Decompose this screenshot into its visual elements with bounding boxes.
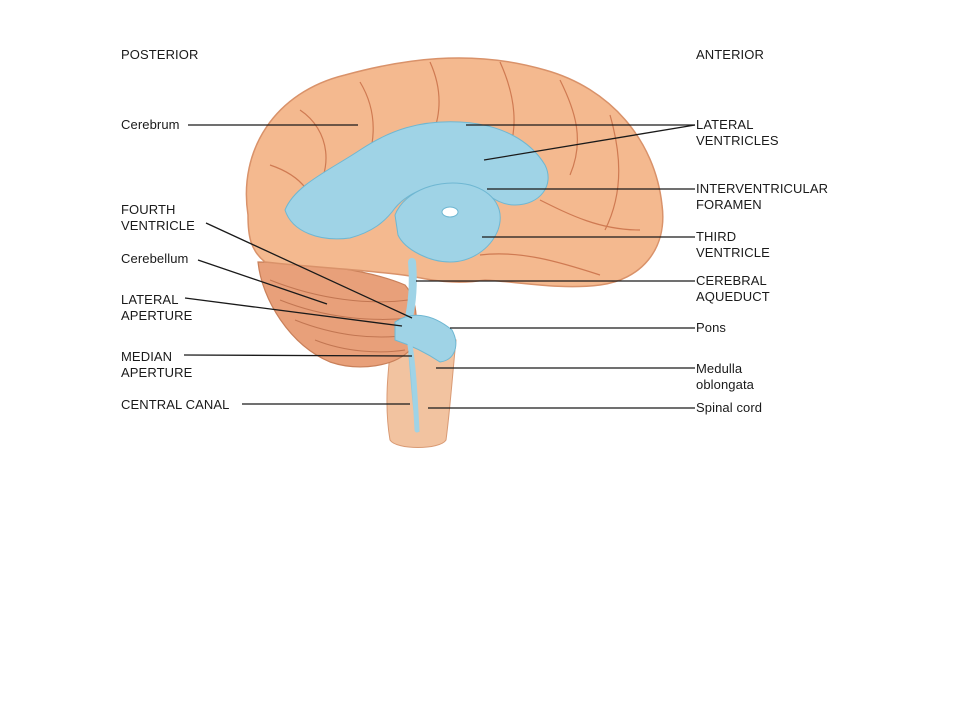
label-lateral-ventricles-line1: LATERAL bbox=[696, 117, 754, 132]
label-lateral-aperture-line1: LATERAL bbox=[121, 292, 179, 307]
label-cerebral-aqueduct-line2: AQUEDUCT bbox=[696, 289, 770, 304]
label-pons: Pons bbox=[696, 320, 726, 336]
leader-lines-left bbox=[183, 124, 413, 405]
label-cerebral-aqueduct: CEREBRAL AQUEDUCT bbox=[696, 273, 770, 305]
label-median-aperture: MEDIAN APERTURE bbox=[121, 349, 192, 381]
label-cerebellum: Cerebellum bbox=[121, 251, 188, 267]
label-third-ventricle: THIRD VENTRICLE bbox=[696, 229, 770, 261]
label-third-ventricle-line1: THIRD bbox=[696, 229, 737, 244]
label-lateral-ventricles-line2: VENTRICLES bbox=[696, 133, 779, 148]
label-cerebrum-line1: Cerebrum bbox=[121, 117, 180, 132]
label-cerebrum: Cerebrum bbox=[121, 117, 180, 133]
label-interventricular-foramen-line1: INTERVENTRICULAR bbox=[696, 181, 829, 196]
label-fourth-ventricle: FOURTH VENTRICLE bbox=[121, 202, 195, 234]
label-central-canal-line1: CENTRAL CANAL bbox=[121, 397, 230, 412]
label-cerebellum-line1: Cerebellum bbox=[121, 251, 189, 266]
label-median-aperture-line1: MEDIAN bbox=[121, 349, 173, 364]
label-pons-line1: Pons bbox=[696, 320, 727, 335]
label-spinal-cord: Spinal cord bbox=[696, 400, 762, 416]
label-medulla-oblongata-line1: Medulla bbox=[696, 361, 743, 376]
leader-cerebellum bbox=[197, 259, 328, 305]
label-median-aperture-line2: APERTURE bbox=[121, 365, 193, 380]
label-cerebral-aqueduct-line1: CEREBRAL bbox=[696, 273, 767, 288]
ventricular-system bbox=[284, 121, 549, 433]
label-lateral-aperture: LATERAL APERTURE bbox=[121, 292, 192, 324]
label-fourth-ventricle-line2: VENTRICLE bbox=[121, 218, 195, 233]
label-medulla-oblongata-line2: oblongata bbox=[696, 377, 755, 392]
label-lateral-aperture-line2: APERTURE bbox=[121, 308, 193, 323]
leader-lateral-aperture bbox=[184, 297, 403, 327]
label-interventricular-foramen: INTERVENTRICULAR FORAMEN bbox=[696, 181, 828, 213]
label-interventricular-foramen-line2: FORAMEN bbox=[696, 197, 762, 212]
leader-lines-right bbox=[416, 124, 696, 409]
label-third-ventricle-line2: VENTRICLE bbox=[696, 245, 770, 260]
label-spinal-cord-line1: Spinal cord bbox=[696, 400, 763, 415]
label-central-canal: CENTRAL CANAL bbox=[121, 397, 229, 413]
leader-fourth-ventricle bbox=[205, 222, 413, 319]
label-fourth-ventricle-line1: FOURTH bbox=[121, 202, 176, 217]
anterior-label: ANTERIOR bbox=[696, 47, 764, 62]
posterior-label: POSTERIOR bbox=[121, 47, 199, 62]
label-lateral-ventricles: LATERAL VENTRICLES bbox=[696, 117, 779, 149]
leader-median-aperture bbox=[183, 354, 413, 357]
label-medulla-oblongata: Medulla oblongata bbox=[696, 361, 754, 393]
leader-lateral-ventricles-b bbox=[483, 124, 696, 161]
cerebellum-shape bbox=[257, 261, 417, 368]
